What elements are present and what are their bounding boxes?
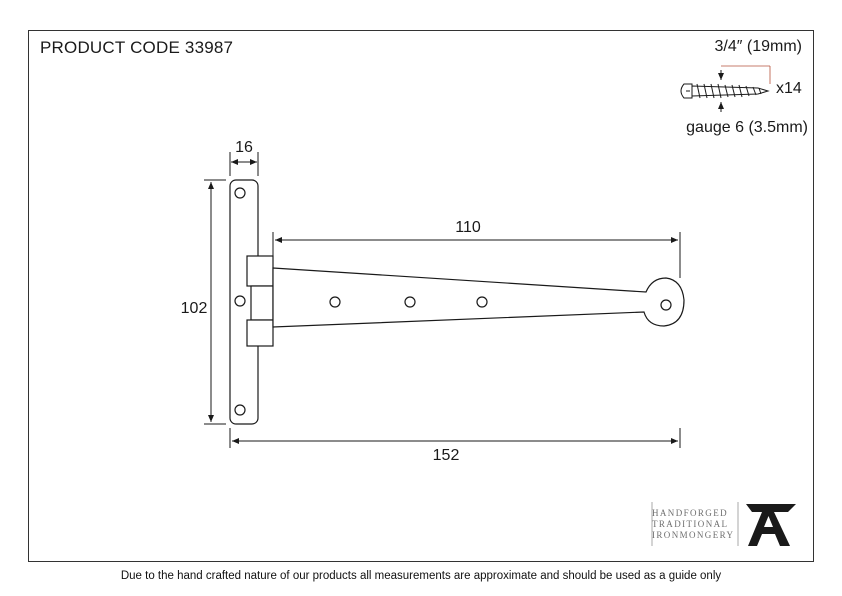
dim-plate-width-label: 16 bbox=[235, 139, 253, 156]
product-code: PRODUCT CODE 33987 bbox=[40, 38, 234, 57]
hinge-plate bbox=[229, 179, 259, 425]
anvil-a-icon bbox=[746, 504, 796, 546]
dim-plate-width bbox=[229, 152, 259, 176]
dim-plate-height-label: 102 bbox=[181, 300, 208, 317]
dim-overall-length bbox=[229, 428, 681, 448]
brand-line-3: IRONMONGERY bbox=[652, 530, 735, 540]
dim-strap-length bbox=[272, 232, 681, 278]
dim-overall-length-label: 152 bbox=[433, 447, 460, 464]
hinge-knuckle bbox=[246, 255, 274, 347]
dim-strap-length-label: 110 bbox=[455, 219, 481, 236]
brand-line-2: TRADITIONAL bbox=[652, 519, 729, 529]
hinge-strap bbox=[272, 267, 685, 328]
footer-disclaimer: Due to the hand crafted nature of our pr… bbox=[120, 570, 722, 582]
brand-line-1: HANDFORGED bbox=[652, 508, 729, 518]
dim-plate-height bbox=[204, 179, 226, 425]
screw-gauge-label: gauge 6 (3.5mm) bbox=[686, 119, 808, 136]
screw-length-guide bbox=[721, 65, 771, 84]
drawing-frame bbox=[28, 30, 814, 562]
brand-wordmark: HANDFORGED TRADITIONAL IRONMONGERY bbox=[652, 508, 734, 541]
screw-length-label: 3/4″ (19mm) bbox=[714, 38, 802, 55]
screw-count-label: x14 bbox=[776, 80, 802, 97]
screw-icon bbox=[680, 83, 770, 99]
brand-logo bbox=[651, 502, 796, 546]
